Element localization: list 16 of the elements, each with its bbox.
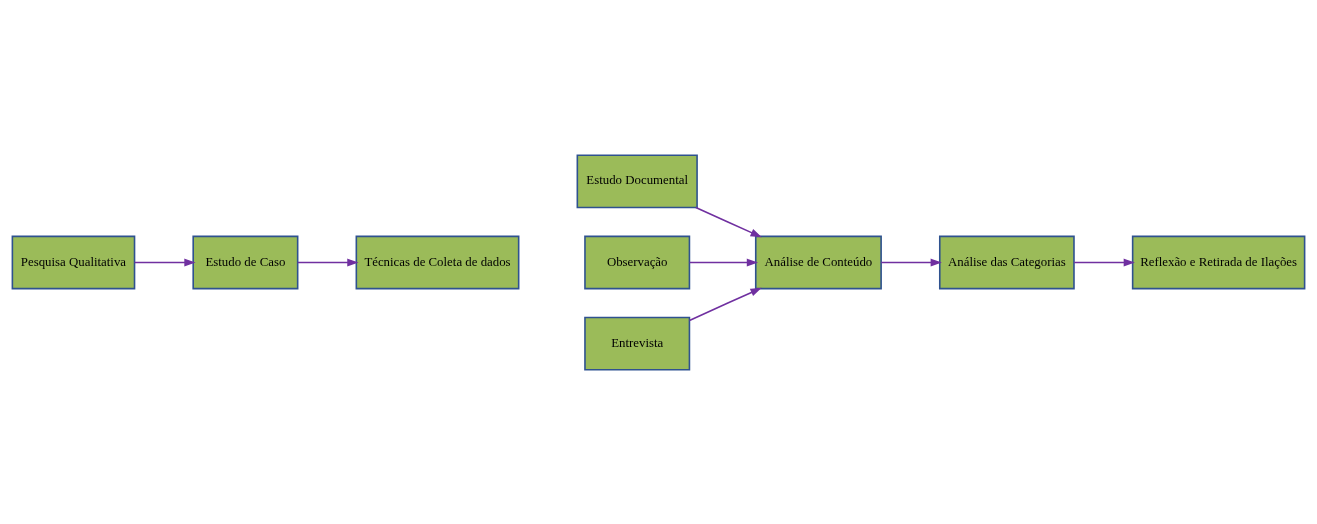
arrow [688, 287, 762, 321]
node-box: Estudo Documental [576, 153, 698, 208]
node-box: Entrevista [584, 316, 691, 371]
arrow [296, 258, 359, 266]
node-box: Observação [584, 235, 691, 289]
arrow [695, 206, 762, 237]
arrow [688, 258, 759, 266]
node-box: Reflexão e Retirada de Ilações [1131, 235, 1306, 289]
node-box: Análise de Conteúdo [754, 235, 882, 289]
node-box: Pesquisa Qualitativa [11, 235, 136, 289]
arrow [1073, 258, 1135, 266]
node-box: Análise das Categorias [938, 235, 1075, 289]
node-box: Estudo de Caso [192, 235, 299, 289]
arrow [133, 258, 196, 266]
arrow [880, 258, 942, 266]
node-box: Técnicas de Coleta de dados [355, 235, 520, 289]
